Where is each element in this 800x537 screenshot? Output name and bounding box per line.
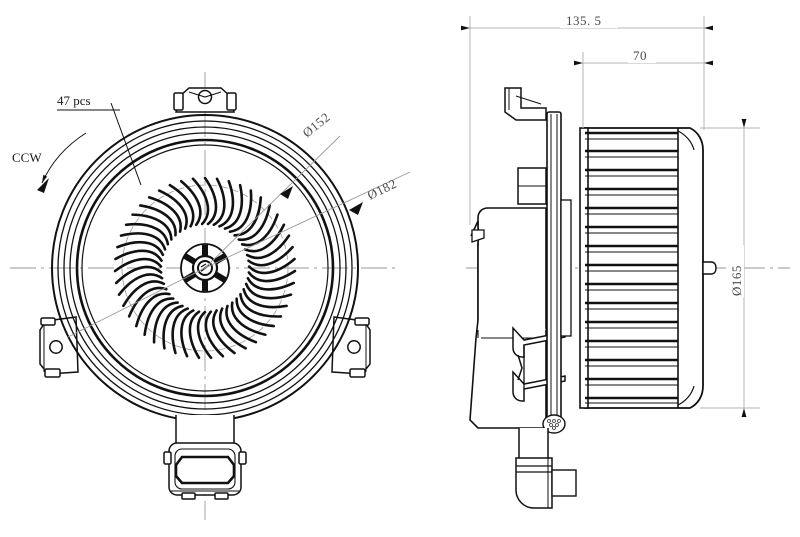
rotation-arrow [37,132,87,193]
electrical-connector-side [515,428,577,509]
inner-diameter-label: Ø152 [299,109,332,140]
electrical-connector-front [163,415,247,500]
side-view: 135. 5 70 Ø165 [461,12,790,509]
blade-reference-circles [121,184,289,352]
dimension-cage-length: 70 [574,47,713,128]
dimension-cage-diameter: Ø165 [700,119,760,417]
outer-diameter-label: Ø182 [365,176,399,203]
cage-diameter-label: Ø165 [729,265,744,296]
cage-blade-lines [585,131,678,404]
motor-housing [469,207,547,429]
mounting-tab-top [173,87,237,113]
upper-bracket [504,87,547,121]
fan-cage-side [579,127,704,409]
inner-diameter-leader [204,135,341,269]
inner-diameter-arrow [280,186,293,199]
shaft-end-nub [702,261,717,275]
mounting-flange [546,111,572,429]
mounting-tab-right [331,316,371,378]
blade-count-label: 47 pcs [57,93,91,108]
outer-diameter-leader [67,171,411,338]
front-view: 47 pcs CCW Ø152 Ø182 [10,72,411,520]
blade-count-leader [57,102,142,186]
drawing-canvas: 47 pcs CCW Ø152 Ø182 [10,12,790,520]
upper-boss [517,167,547,205]
mounting-tab-left [39,316,79,378]
rotation-direction-label: CCW [12,150,42,165]
overall-length-label: 135. 5 [566,13,602,28]
outer-diameter-arrow [349,202,363,215]
cage-length-label: 70 [633,48,647,63]
